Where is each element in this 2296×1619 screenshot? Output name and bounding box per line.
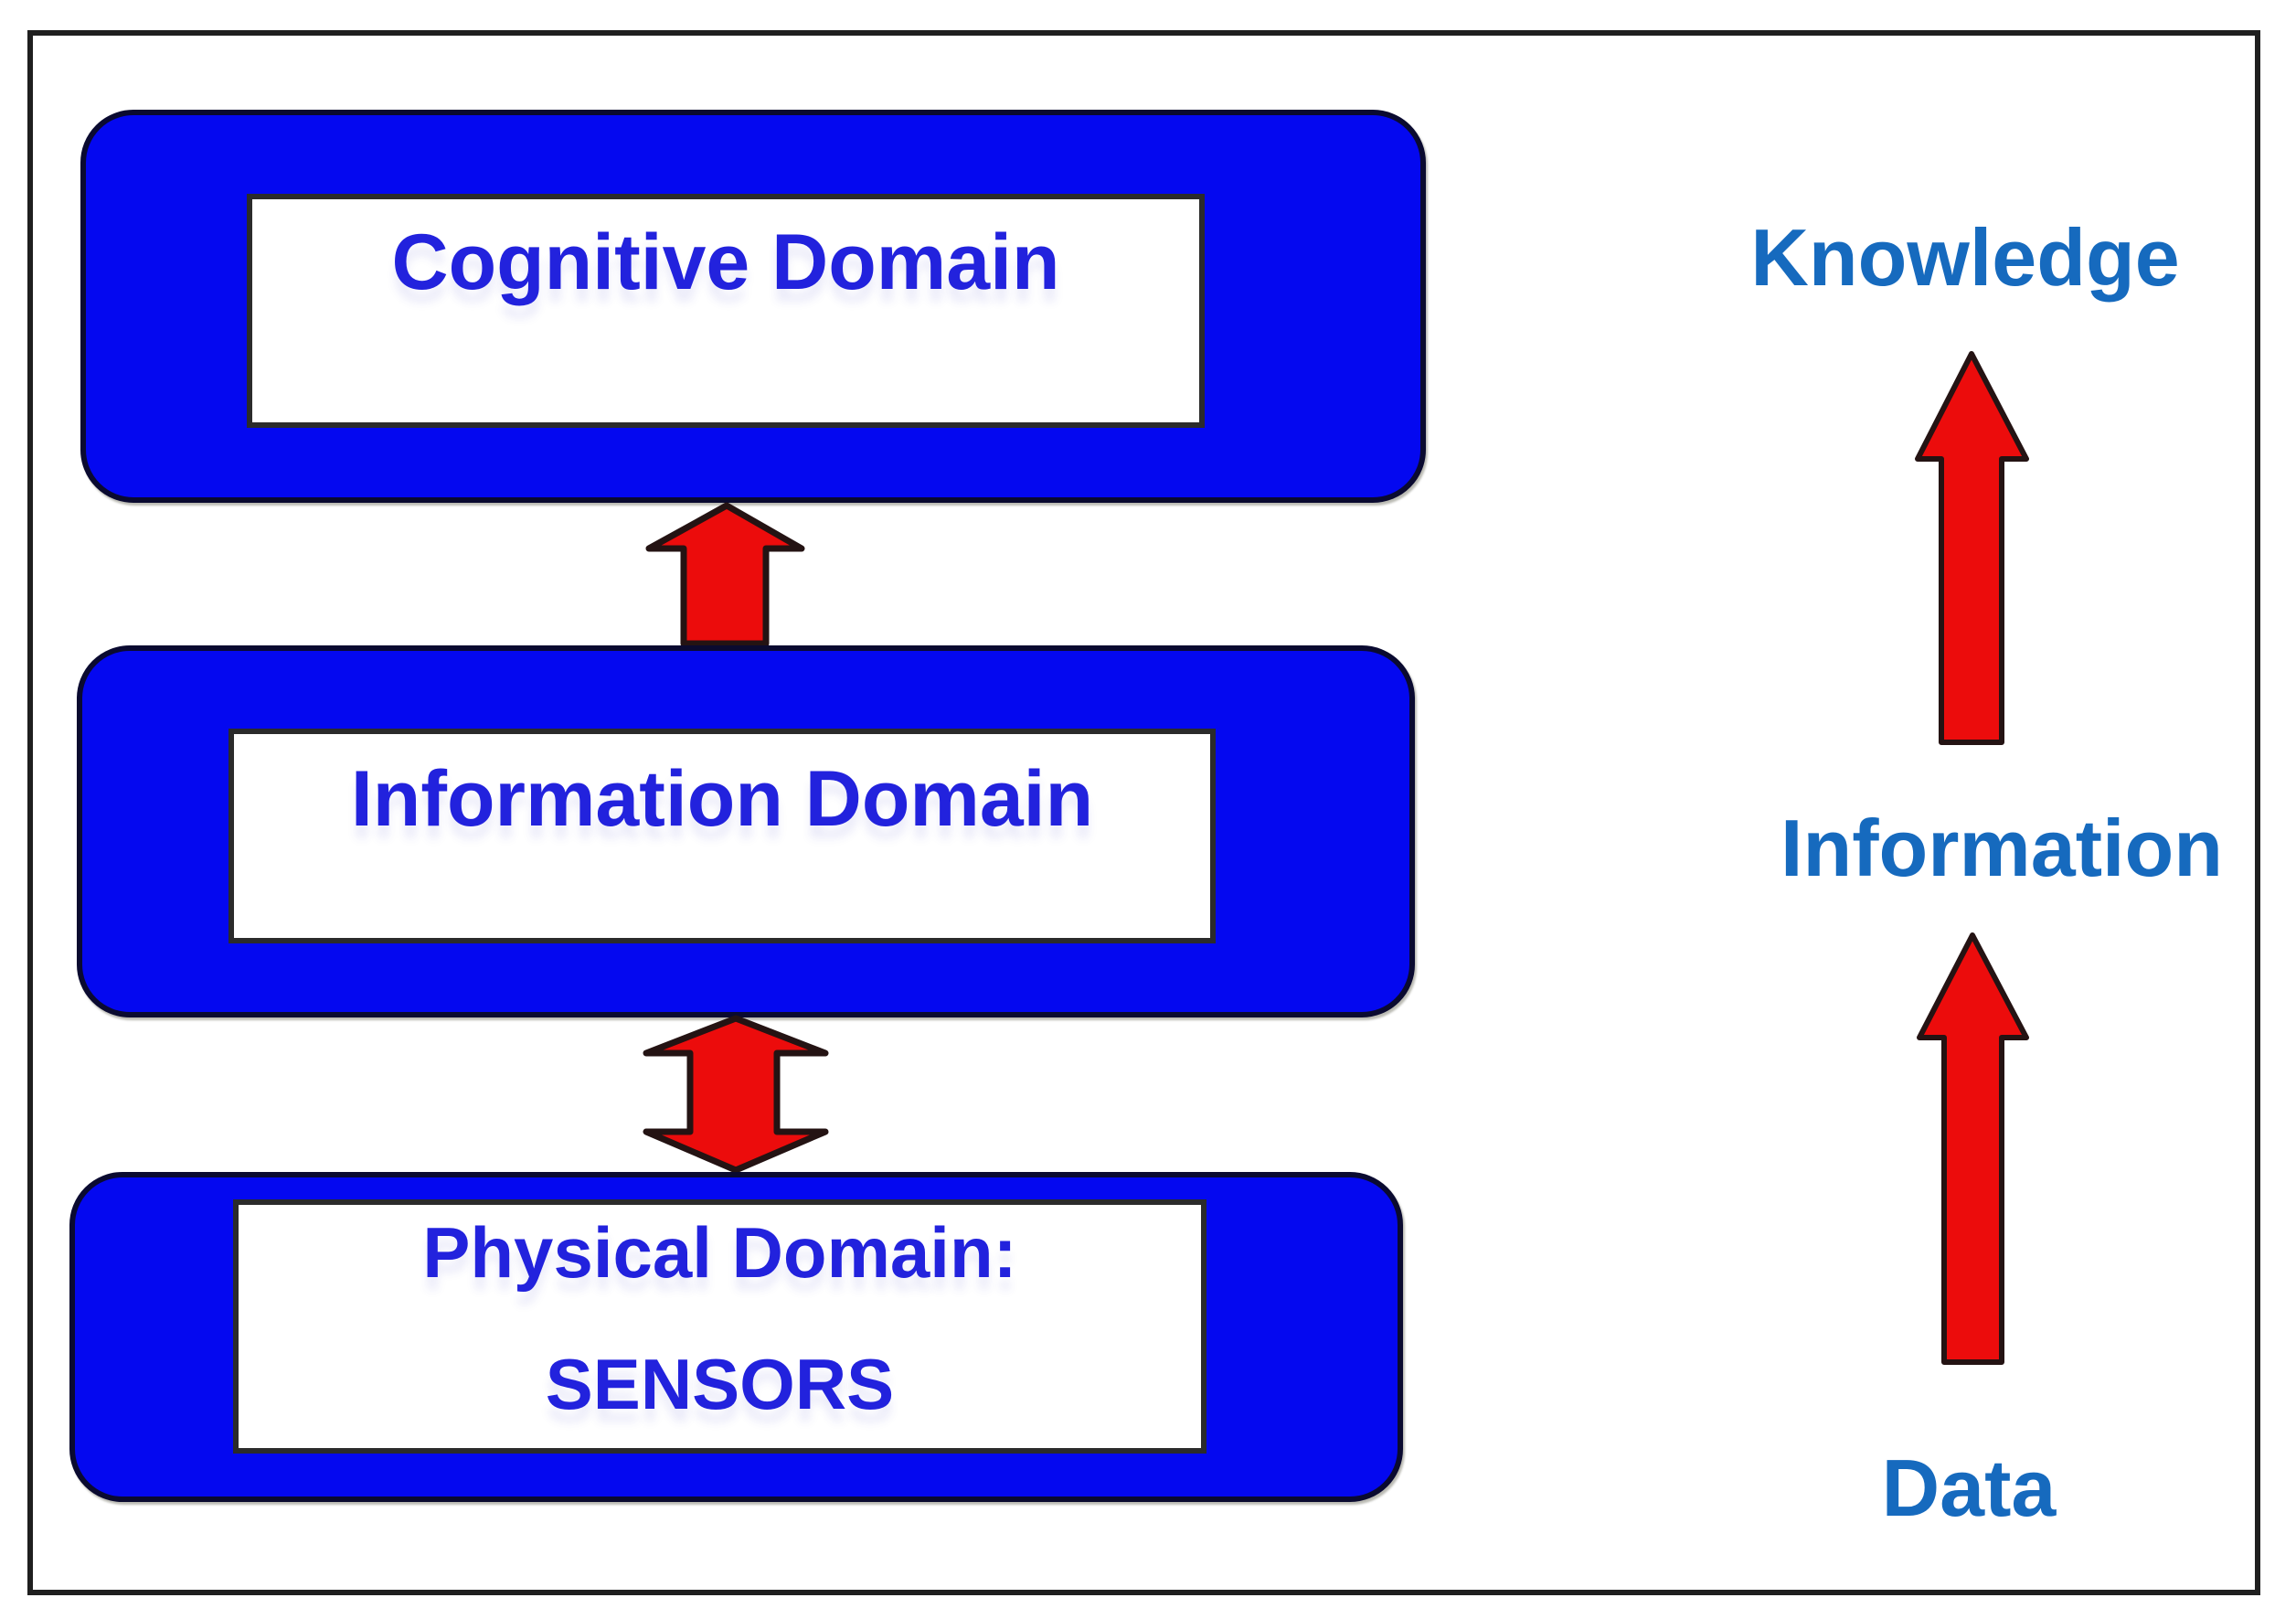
physical-domain-panel: Physical Domain: SENSORS bbox=[233, 1199, 1206, 1454]
up-arrow-information-icon bbox=[1917, 932, 2029, 1365]
physical-domain-sensors-label: SENSORS bbox=[545, 1344, 895, 1425]
data-label: Data bbox=[1881, 1443, 2057, 1533]
outer-frame bbox=[27, 30, 2260, 1595]
up-arrow-knowledge-icon bbox=[1915, 351, 2029, 745]
physical-domain-label: Physical Domain: bbox=[422, 1212, 1017, 1293]
information-domain-label: Information Domain bbox=[350, 755, 1094, 843]
up-arrow-cognitive-icon bbox=[645, 502, 805, 647]
information-domain-panel: Information Domain bbox=[229, 729, 1216, 943]
up-arrow-cognitive-shape bbox=[645, 502, 805, 647]
physical-domain-box: Physical Domain: SENSORS bbox=[69, 1172, 1403, 1502]
double-arrow-shape bbox=[643, 1015, 829, 1174]
up-arrow-knowledge-shape bbox=[1915, 351, 2029, 745]
cognitive-domain-label: Cognitive Domain bbox=[391, 218, 1060, 306]
up-arrow-information-shape bbox=[1917, 932, 2029, 1365]
information-ladder-label: Information bbox=[1780, 803, 2223, 893]
cognitive-domain-box: Cognitive Domain bbox=[80, 110, 1426, 503]
information-domain-box: Information Domain bbox=[77, 645, 1415, 1017]
double-arrow-physical-information-icon bbox=[643, 1015, 829, 1174]
knowledge-label: Knowledge bbox=[1750, 212, 2180, 303]
cognitive-domain-panel: Cognitive Domain bbox=[247, 194, 1205, 428]
